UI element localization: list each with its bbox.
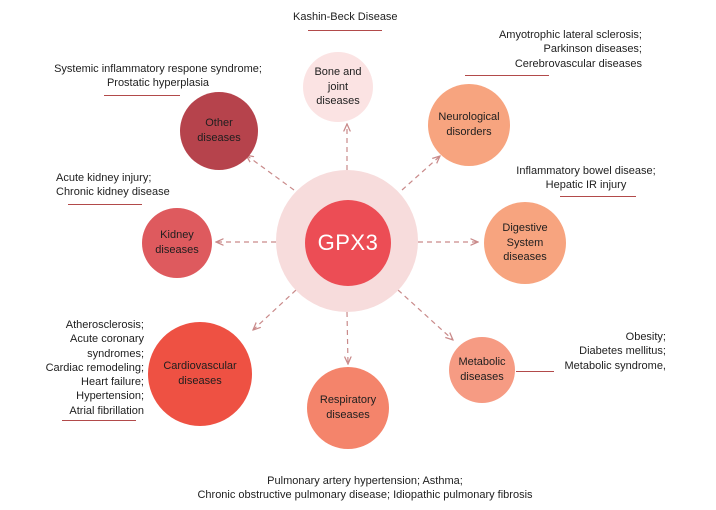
- respiratory-examples: Pulmonary artery hypertension; Asthma; C…: [197, 475, 533, 502]
- gpx3-label: GPX3: [317, 230, 379, 255]
- metabolic-underline: [516, 371, 554, 372]
- arrow-to-neuro: [401, 156, 440, 191]
- node-respiratory-diseases: Respiratory diseases: [307, 367, 389, 449]
- kidney-underline: [68, 204, 142, 205]
- node-kidney-diseases: Kidney diseases: [142, 208, 212, 278]
- neuro-underline: [465, 75, 549, 76]
- arrow-to-cardio: [253, 289, 297, 330]
- node-metabolic-diseases: Metabolic diseases: [449, 337, 515, 403]
- bone-underline: [308, 30, 382, 31]
- digestive-underline: [560, 196, 636, 197]
- neuro-node-label: Neurological disorders: [438, 111, 500, 138]
- bone-examples: Kashin-Beck Disease: [293, 11, 398, 23]
- arrow-to-respiratory: [347, 311, 348, 364]
- digestive-node-label: Digestive System diseases: [502, 221, 548, 264]
- kidney-node-label: Kidney diseases: [155, 229, 199, 256]
- cardio-underline: [62, 420, 136, 421]
- other-node-label: Other diseases: [197, 117, 241, 144]
- kidney-examples: Acute kidney injury; Chronic kidney dise…: [56, 172, 170, 199]
- arrow-to-metabolic: [397, 289, 453, 340]
- node-digestive-system-diseases: Digestive System diseases: [484, 202, 566, 284]
- digestive-examples: Inflammatory bowel disease; Hepatic IR i…: [516, 165, 656, 192]
- metabolic-node-label: Metabolic diseases: [458, 356, 506, 383]
- node-bone-joint-diseases: Bone and joint diseases: [303, 52, 373, 122]
- cardio-examples: Atherosclerosis; Acute coronary syndrome…: [45, 319, 144, 417]
- cardio-node-label: Cardiovascular diseases: [163, 360, 237, 387]
- node-cardiovascular-diseases: Cardiovascular diseases: [148, 322, 252, 426]
- node-other-diseases: Other diseases: [180, 92, 258, 170]
- metabolic-examples: Obesity; Diabetes mellitus; Metabolic sy…: [564, 331, 667, 372]
- gpx3-center-node: GPX3: [305, 200, 391, 286]
- neuro-examples: Amyotrophic lateral sclerosis; Parkinson…: [498, 29, 642, 70]
- node-neurological-disorders: Neurological disorders: [428, 84, 510, 166]
- other-underline: [104, 95, 180, 96]
- respiratory-node-label: Respiratory diseases: [319, 394, 377, 421]
- bone-node-label: Bone and joint diseases: [314, 65, 362, 108]
- arrow-to-other: [246, 155, 295, 191]
- other-examples: Systemic inflammatory respone syndrome; …: [54, 63, 262, 90]
